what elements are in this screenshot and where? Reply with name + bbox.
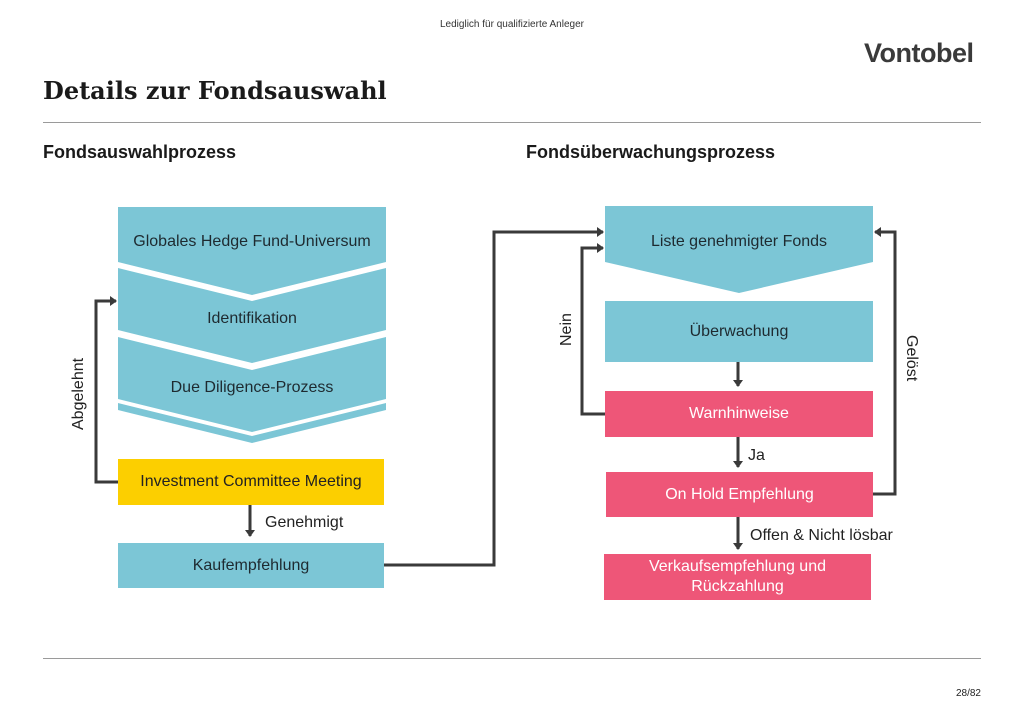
- warnings-box: Warnhinweise: [605, 391, 873, 437]
- approved-label: Genehmigt: [265, 514, 344, 531]
- chevron-universe: [118, 207, 386, 295]
- to-monitoring-arrow: [384, 227, 604, 567]
- approved-list-label: Liste genehmigter Fonds: [650, 233, 828, 250]
- disclaimer-note: Lediglich für qualifizierte Anleger: [440, 19, 584, 30]
- rejected-label: Abgelehnt: [70, 357, 87, 430]
- chevron-due-diligence: [118, 337, 386, 432]
- top-divider: [43, 122, 981, 123]
- yes-label: Ja: [748, 447, 765, 464]
- no-loop-arrow: [580, 243, 605, 416]
- sell-recommendation-box: Verkaufsempfehlung und Rückzahlung: [604, 554, 871, 600]
- no-label: Nein: [558, 313, 575, 346]
- vontobel-logo: Vontobel: [864, 38, 974, 68]
- page-title: Details zur Fondsauswahl: [43, 76, 387, 105]
- monitoring-box: Überwachung: [605, 301, 873, 362]
- step-universe-label: Globales Hedge Fund-Universum: [133, 233, 371, 250]
- chevron-identification: [118, 268, 386, 363]
- resolved-label: Gelöst: [903, 335, 920, 382]
- right-section-title: Fondsüberwachungsprozess: [526, 142, 776, 162]
- left-section-title: Fondsauswahlprozess: [43, 142, 237, 162]
- open-label: Offen & Nicht lösbar: [750, 527, 893, 544]
- step-identification-label: Identifikation: [207, 310, 297, 327]
- approved-list-shape: [605, 206, 873, 293]
- rejected-arrow: [94, 296, 118, 484]
- on-hold-box: On Hold Empfehlung: [606, 472, 873, 517]
- chevron-base-stripe: [118, 403, 386, 443]
- page-number: 28/82: [955, 688, 981, 699]
- bottom-divider: [43, 658, 981, 659]
- resolved-arrow: [873, 227, 897, 496]
- step-due-diligence-label: Due Diligence-Prozess: [170, 379, 334, 396]
- buy-recommendation-box: Kaufempfehlung: [118, 543, 384, 588]
- investment-committee-box: Investment Committee Meeting: [118, 459, 384, 505]
